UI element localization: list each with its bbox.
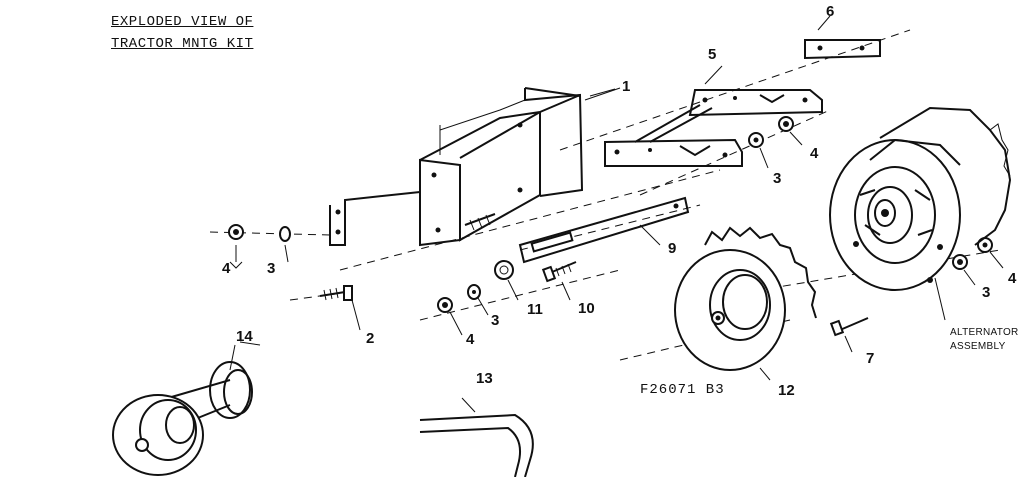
callout-1: 1	[622, 78, 631, 95]
callout-6: 6	[826, 3, 835, 20]
callout-4c: 4	[810, 145, 819, 162]
part-9-adjusting-arm	[518, 196, 690, 264]
part-14-pulleys	[112, 344, 253, 476]
part-6-plate	[804, 15, 881, 60]
callout-5: 5	[708, 46, 717, 63]
callout-3c: 3	[773, 170, 782, 187]
alternator-label-line-2: ASSEMBLY	[950, 341, 1006, 352]
part-13-belt	[419, 397, 534, 477]
drawing-code: F26071 B3	[640, 382, 725, 398]
callout-12: 12	[778, 382, 795, 399]
callout-11: 11	[527, 301, 543, 318]
part-1-main-bracket	[329, 87, 621, 247]
callout-2: 2	[366, 330, 375, 347]
callout-14: 14	[236, 328, 253, 345]
callout-13: 13	[476, 370, 493, 387]
drawing-title-line-1: EXPLODED VIEW OF	[111, 14, 254, 30]
leader-lines	[239, 88, 616, 346]
alternator-assembly	[829, 106, 1012, 321]
alternator-label-line-1: ALTERNATOR	[950, 327, 1019, 338]
callout-9: 9	[668, 240, 677, 257]
callout-4a: 4	[222, 260, 231, 277]
drawing-title-line-2: TRACTOR MNTG KIT	[111, 36, 254, 52]
hardware	[228, 116, 1004, 353]
callout-3b: 3	[491, 312, 500, 329]
callout-3a: 3	[267, 260, 276, 277]
callout-7: 7	[866, 350, 875, 367]
callout-4b: 4	[466, 331, 475, 348]
part-5-straps	[604, 65, 823, 167]
callout-3d: 3	[982, 284, 991, 301]
callout-4d: 4	[1008, 270, 1017, 287]
part-12-fan-pulley	[674, 226, 817, 381]
callout-10: 10	[578, 300, 595, 317]
